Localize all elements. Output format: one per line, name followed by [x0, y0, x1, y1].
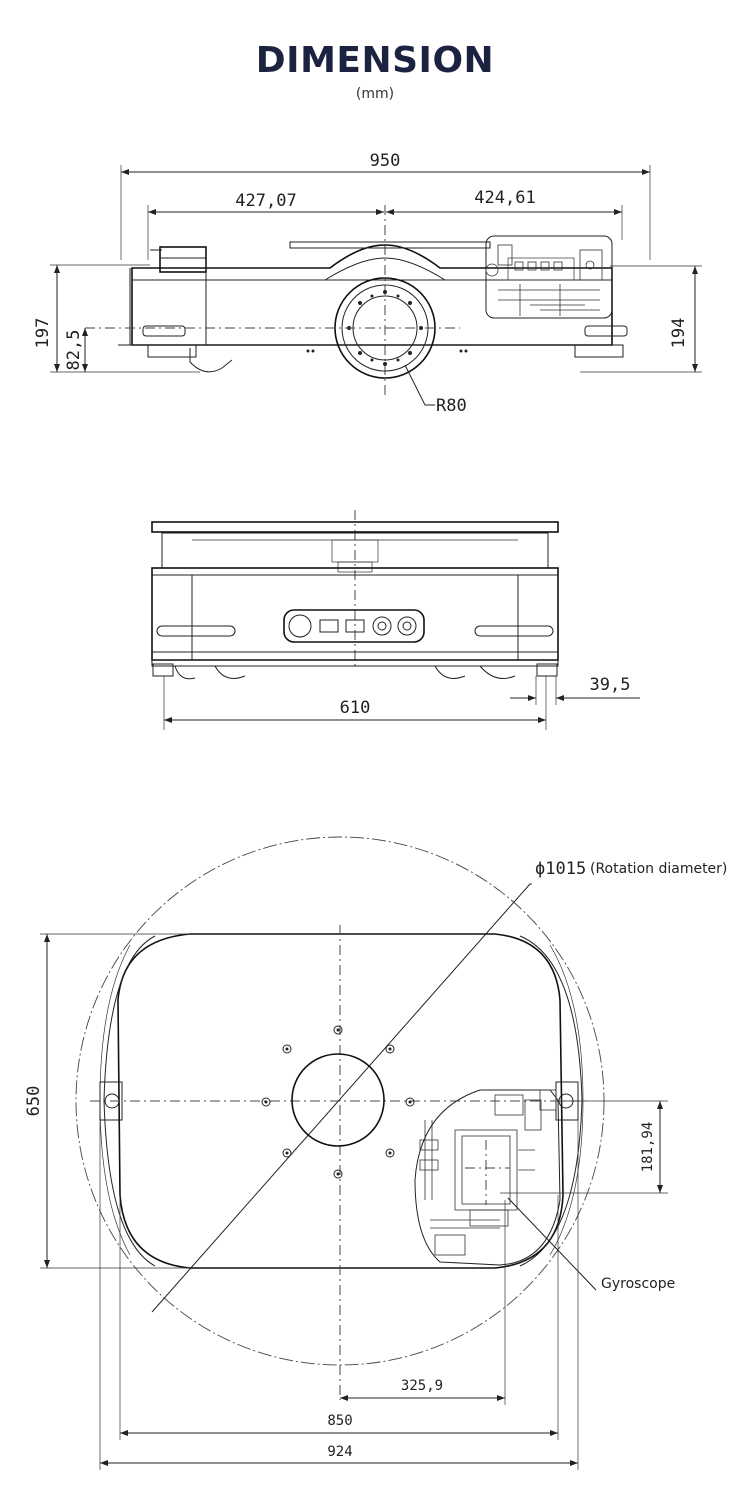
side-view: 950 427,07 424,61: [33, 151, 702, 416]
dim-left-to-center: 427,07: [235, 191, 296, 211]
dim-gyro-offset-x: 325,9: [401, 1378, 443, 1394]
dim-wheel-offset: 39,5: [590, 675, 631, 695]
dim-length-overall: 924: [327, 1444, 352, 1460]
dim-overall-width: 950: [370, 151, 401, 171]
top-view: ϕ1015 (Rotation diameter): [24, 836, 727, 1470]
gyroscope-label: Gyroscope: [601, 1276, 675, 1292]
dim-height-lower: 82,5: [64, 330, 84, 371]
dim-gyro-offset-y: 181,94: [640, 1122, 656, 1173]
rotation-note: (Rotation diameter): [590, 861, 727, 877]
unit-label: (mm): [355, 86, 395, 102]
page-title: DIMENSION: [255, 40, 495, 81]
front-view: 610 39,5: [151, 510, 640, 730]
dim-height-right: 194: [669, 318, 689, 349]
dim-rotation-diameter: ϕ1015: [535, 859, 586, 879]
dim-wheel-base: 610: [340, 698, 371, 718]
dim-length-body: 850: [327, 1413, 352, 1429]
dim-right-to-center: 424,61: [474, 188, 535, 208]
dim-height-left: 197: [33, 318, 53, 349]
dim-radius: R80: [436, 396, 467, 416]
dim-width: 650: [24, 1086, 44, 1117]
